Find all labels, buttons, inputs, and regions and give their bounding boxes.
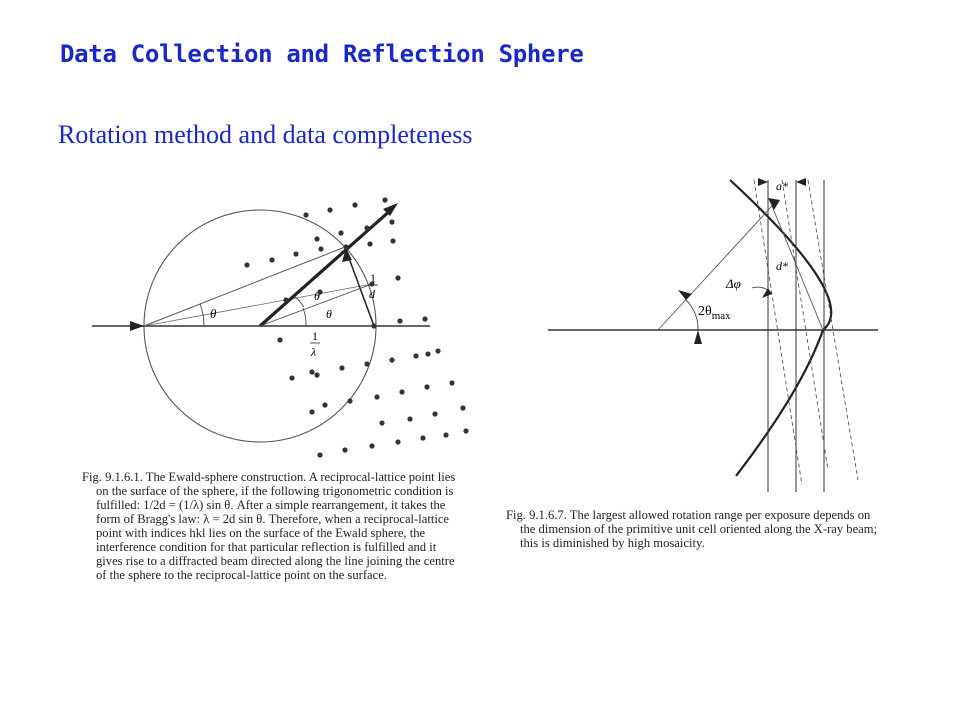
diffracted-beam-arrow xyxy=(383,203,398,216)
rotated-line-3 xyxy=(807,179,859,481)
caption-line: Fig. 9.1.6.7. The largest allowed rotati… xyxy=(506,508,871,522)
a-star-arrow-right xyxy=(796,178,806,186)
caption-line: form of Bragg's law: λ = 2d sin θ. There… xyxy=(96,512,450,526)
d-star-line xyxy=(771,205,824,331)
two-theta-arrow-top xyxy=(678,290,692,300)
caption-line: gives rise to a diffracted beam directed… xyxy=(96,554,455,568)
two-theta-label: 2θmax xyxy=(698,304,731,322)
two-theta-arc xyxy=(685,299,699,331)
rotation-range-figure: a* d* Δφ 2θmax xyxy=(540,170,900,500)
chord-secondary xyxy=(143,283,373,327)
incident-beam-arrow xyxy=(130,321,144,331)
left-figure-caption: Fig. 9.1.6.1. The Ewald-sphere construct… xyxy=(82,470,478,582)
caption-line: of the sphere to the reciprocal-lattice … xyxy=(96,568,387,582)
two-theta-sub: max xyxy=(712,310,731,322)
theta-arc-inner xyxy=(293,295,305,308)
ewald-arc xyxy=(729,179,833,477)
reciprocal-lattice-points xyxy=(244,197,469,458)
reciprocal-vector-arrow xyxy=(342,248,352,262)
right-figure-caption: Fig. 9.1.6.7. The largest allowed rotati… xyxy=(506,508,928,550)
bisector-line xyxy=(259,283,373,327)
caption-line: point with indices hkl lies on the surfa… xyxy=(96,526,426,540)
slide-title: Data Collection and Reflection Sphere xyxy=(60,40,584,68)
theta-label-lower: θ xyxy=(326,307,332,321)
inv-lambda-denominator: λ xyxy=(310,345,316,359)
caption-line: fulfilled: 1/2d = (1/λ) sin θ. After a s… xyxy=(96,498,446,512)
inv-lambda-numerator: 1 xyxy=(312,329,318,343)
inv-d-numerator: 1 xyxy=(370,271,376,285)
ewald-sphere-diagram: θ θ θ 1 d 1 λ xyxy=(92,197,469,458)
caption-line: on the surface of the sphere, if the fol… xyxy=(96,484,454,498)
delta-phi-label: Δφ xyxy=(725,276,741,291)
theta-arc-outer xyxy=(199,303,205,327)
delta-phi-arrow xyxy=(762,288,772,298)
two-theta-main: 2θ xyxy=(698,304,712,319)
caption-line: interference condition for that particul… xyxy=(96,540,437,554)
inv-d-denominator: d xyxy=(369,287,376,301)
ewald-sphere-figure: θ θ θ 1 d 1 λ xyxy=(80,180,480,470)
caption-line: this is diminished by high mosaicity. xyxy=(520,536,705,550)
caption-line: Fig. 9.1.6.1. The Ewald-sphere construct… xyxy=(82,470,456,484)
reciprocal-vector xyxy=(345,249,375,327)
two-theta-arrow-bottom xyxy=(694,330,702,344)
diffracted-beam xyxy=(258,207,394,328)
d-star-label: d* xyxy=(776,259,788,273)
caption-line: the dimension of the primitive unit cell… xyxy=(520,522,878,536)
chord-to-lattice-point xyxy=(143,246,346,327)
slide-subtitle: Rotation method and data completeness xyxy=(58,120,473,149)
theta-label-outer: θ xyxy=(210,306,217,321)
a-star-label: a* xyxy=(776,179,788,193)
theta-label-inner: θ xyxy=(314,289,320,303)
rotated-line-1 xyxy=(753,179,803,486)
theta-arc-lower xyxy=(302,307,307,327)
a-star-arrow-left xyxy=(758,178,768,186)
lattice-point-arrow xyxy=(768,198,780,210)
two-theta-line xyxy=(657,205,773,331)
rotation-range-diagram: a* d* Δφ 2θmax xyxy=(548,178,878,492)
